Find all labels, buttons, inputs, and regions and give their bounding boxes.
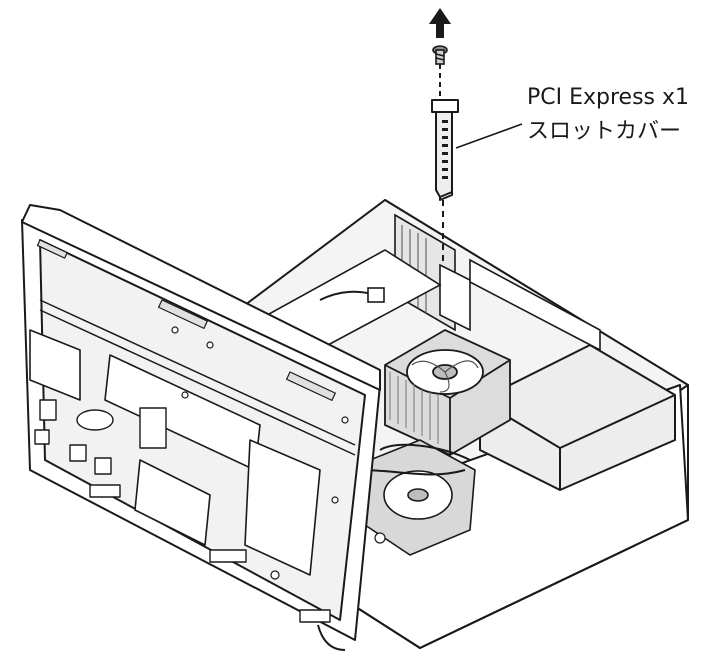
callout-leader-line	[455, 123, 523, 149]
front-panel	[21, 204, 386, 651]
cpu-fan	[384, 328, 511, 457]
slot-cover-bracket	[431, 99, 459, 201]
screw-icon	[432, 45, 448, 65]
callout-label-slot-name: PCI Express x1	[527, 85, 690, 110]
up-arrow-icon	[429, 8, 451, 38]
lower-fan	[359, 439, 476, 556]
callout-label-slot-cover: スロットカバー	[527, 119, 682, 144]
